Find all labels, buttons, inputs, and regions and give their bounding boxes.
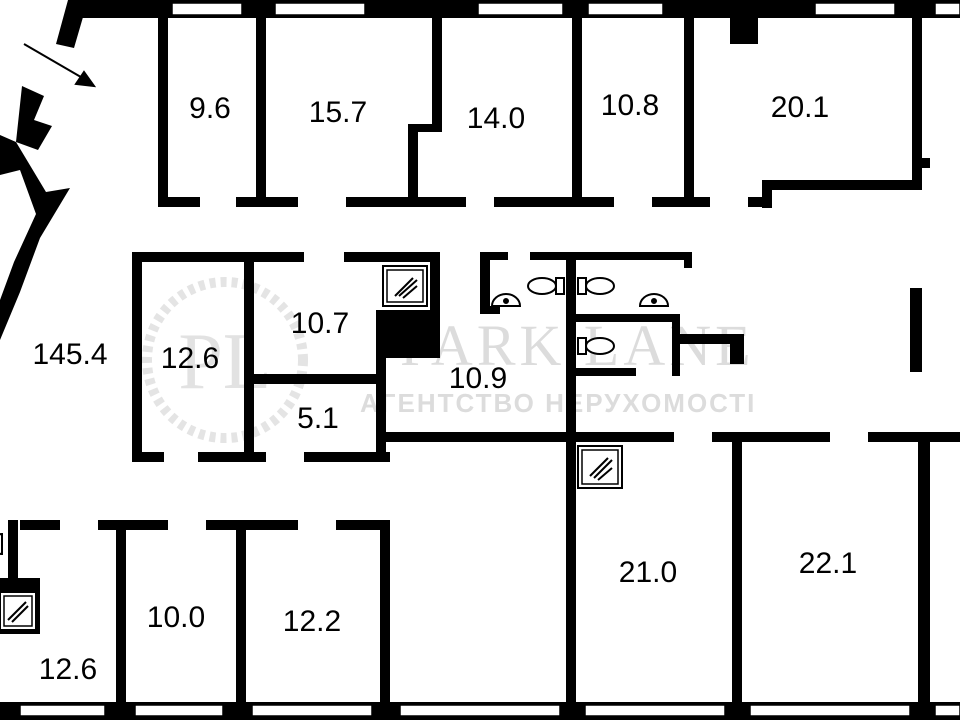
room-area-label: 15.7 bbox=[309, 96, 367, 129]
room-area-label: 5.1 bbox=[297, 402, 339, 435]
toilet-icon bbox=[577, 337, 615, 355]
room-area-label: 20.1 bbox=[771, 91, 829, 124]
room-area-label: 22.1 bbox=[799, 547, 857, 580]
room-area-label: 14.0 bbox=[467, 102, 525, 135]
top-windows bbox=[171, 2, 960, 16]
watermark-badge: PL bbox=[178, 318, 271, 406]
shower-icon bbox=[577, 445, 623, 489]
sink-icon bbox=[638, 293, 670, 307]
shower-icon bbox=[382, 265, 428, 307]
room-area-label: 10.0 bbox=[147, 601, 205, 634]
room-area-label: 9.6 bbox=[189, 92, 231, 125]
room-area-label: 12.2 bbox=[283, 605, 341, 638]
room-area-label: 10.8 bbox=[601, 89, 659, 122]
toilet-icon bbox=[527, 277, 565, 295]
room-area-label: 10.7 bbox=[291, 307, 349, 340]
toilet-icon bbox=[577, 277, 615, 295]
bottom-windows bbox=[19, 704, 960, 717]
room-area-label: 10.9 bbox=[449, 362, 507, 395]
room-labels: 9.6 15.7 14.0 10.8 20.1 145.4 12.6 10.7 … bbox=[32, 89, 857, 686]
watermark-wreath bbox=[142, 277, 308, 443]
room-area-label: 21.0 bbox=[619, 556, 677, 589]
sink-icon bbox=[490, 293, 522, 307]
room-area-label: 145.4 bbox=[32, 338, 107, 371]
watermark-tagline: АГЕНТСТВО НЕРУХОМОСТІ bbox=[360, 388, 756, 418]
room-area-label: 12.6 bbox=[39, 653, 97, 686]
shower-icon bbox=[0, 591, 37, 631]
entrance-arrow-icon bbox=[23, 43, 97, 88]
sink-icon bbox=[0, 532, 3, 556]
room-area-label: 12.6 bbox=[161, 342, 219, 375]
